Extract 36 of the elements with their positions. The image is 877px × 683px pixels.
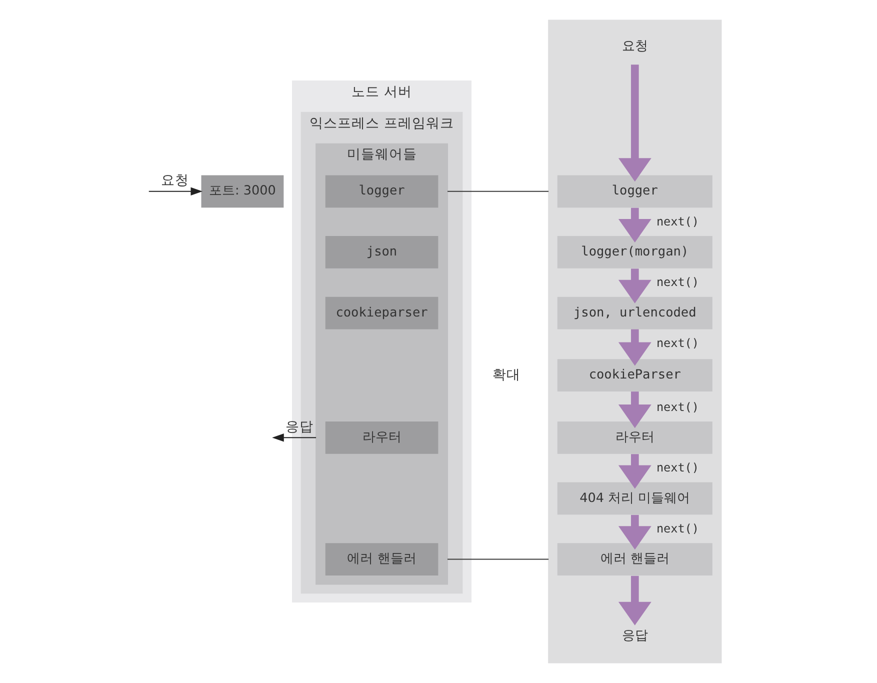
arrow	[618, 329, 652, 366]
node-box: logger(morgan)	[557, 236, 712, 268]
arrow	[618, 208, 652, 243]
node-box: 라우터	[557, 421, 712, 454]
node-text: 응답	[622, 628, 648, 644]
node-box: 포트: 3000	[201, 175, 284, 208]
arrow	[618, 576, 652, 626]
cluster	[548, 20, 722, 664]
label: 확대	[492, 366, 520, 383]
edge-label: next()	[656, 400, 699, 414]
node-box: logger	[325, 175, 438, 208]
node-box: json	[325, 236, 438, 268]
arrow	[618, 268, 652, 304]
node-box: logger	[557, 175, 712, 208]
arrow	[272, 434, 317, 442]
connector	[447, 558, 550, 560]
arrow	[148, 187, 203, 196]
node-box: cookieParser	[557, 359, 712, 392]
arrow	[618, 64, 652, 182]
arrow	[618, 392, 652, 428]
node-box: json, urlencoded	[557, 296, 712, 330]
node-text: 요청	[622, 39, 648, 54]
node-box: 에러 핸들러	[325, 543, 438, 576]
edge-label: next()	[656, 275, 699, 290]
edge-label: next()	[656, 521, 699, 536]
node-box: 라우터	[325, 421, 438, 454]
connector	[447, 190, 550, 192]
node-box: 404 처리 미들웨어	[557, 482, 712, 515]
edge-label: 요청	[160, 172, 189, 189]
edge-label: next()	[656, 460, 699, 475]
node-box: 에러 핸들러	[557, 543, 712, 576]
arrow	[618, 454, 652, 489]
edge-label: next()	[656, 336, 699, 350]
arrow	[618, 514, 652, 550]
node-box: cookieparser	[325, 296, 438, 330]
edge-label: next()	[656, 214, 699, 228]
